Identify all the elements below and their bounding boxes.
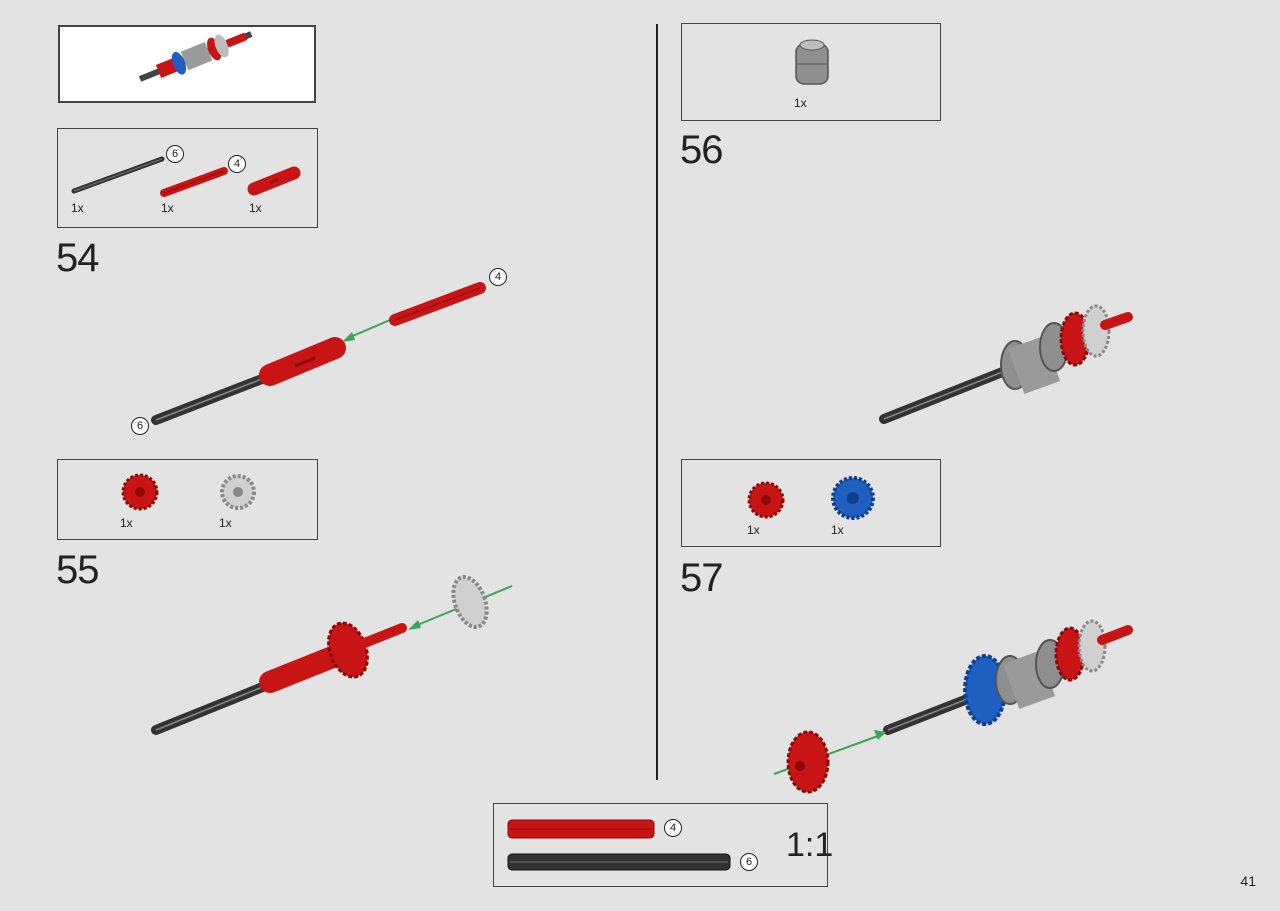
length-callout: 6 bbox=[131, 417, 149, 435]
part-qty: 1x bbox=[161, 201, 174, 215]
gray-differential-housing-icon bbox=[795, 39, 829, 85]
red-gear-icon bbox=[747, 481, 785, 519]
page-number: 41 bbox=[1240, 873, 1256, 889]
length-callout: 4 bbox=[489, 268, 507, 286]
step-number: 55 bbox=[56, 548, 99, 592]
red-axle-connector-icon bbox=[247, 166, 301, 196]
part-qty: 1x bbox=[71, 201, 84, 215]
step-55-illustration bbox=[151, 575, 513, 735]
length-callout: 4 bbox=[228, 155, 246, 173]
part-qty: 1x bbox=[794, 96, 807, 110]
step-54-illustration bbox=[151, 282, 486, 425]
red-gear-icon bbox=[121, 473, 159, 511]
assembly-preview-box bbox=[58, 25, 316, 103]
blue-gear-icon bbox=[831, 476, 875, 520]
black-axle-6-icon bbox=[71, 156, 165, 194]
black-axle-6-icon bbox=[507, 853, 731, 871]
scale-ratio: 1:1 bbox=[786, 826, 834, 864]
step-54-parts-box: 6 1x 4 1x 1x bbox=[57, 128, 318, 228]
length-callout: 6 bbox=[166, 145, 184, 163]
length-callout: 6 bbox=[740, 853, 758, 871]
length-callout: 4 bbox=[664, 819, 682, 837]
axle-assembly-preview-icon bbox=[138, 31, 253, 82]
column-divider bbox=[656, 24, 658, 780]
step-56-illustration bbox=[879, 304, 1133, 424]
step-55-parts-box: 1x 1x bbox=[57, 459, 318, 540]
part-qty: 1x bbox=[219, 516, 232, 530]
part-qty: 1x bbox=[831, 523, 844, 537]
part-qty: 1x bbox=[747, 523, 760, 537]
red-axle-4-icon bbox=[507, 819, 655, 839]
gray-gear-icon bbox=[220, 474, 256, 510]
step-56-parts-box: 1x bbox=[681, 23, 941, 121]
part-qty: 1x bbox=[249, 201, 262, 215]
step-number: 54 bbox=[56, 236, 99, 280]
red-axle-4-icon bbox=[160, 167, 228, 197]
step-number: 57 bbox=[680, 556, 723, 600]
step-57-illustration bbox=[773, 619, 1133, 794]
step-number: 56 bbox=[680, 128, 723, 172]
step-57-parts-box: 1x 1x bbox=[681, 459, 941, 547]
part-qty: 1x bbox=[120, 516, 133, 530]
scale-reference-box: 4 6 1:1 bbox=[493, 803, 833, 887]
